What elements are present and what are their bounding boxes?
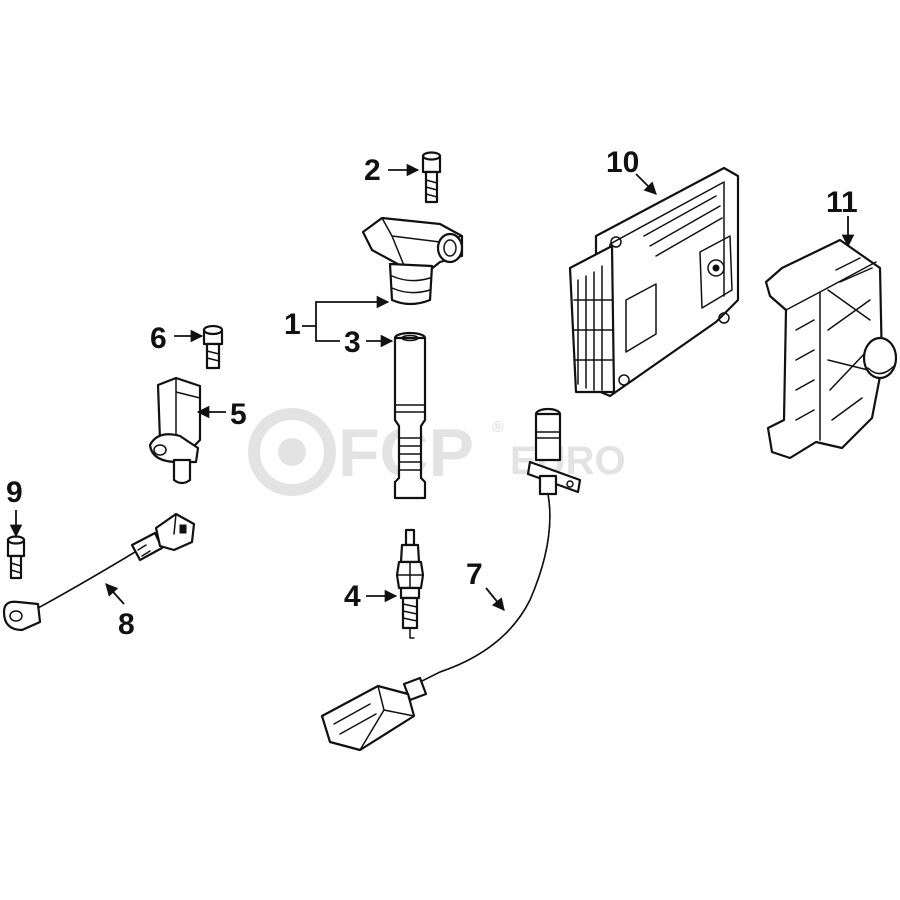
callout-9: 9 (6, 476, 23, 509)
callout-11: 11 (826, 186, 858, 219)
callout-7: 7 (466, 558, 483, 591)
part-10-control-module (568, 166, 740, 398)
part-3-coil-boot (393, 331, 427, 500)
part-6-bolt (202, 324, 224, 370)
part-2-bolt (421, 151, 442, 204)
callout-10: 10 (606, 146, 639, 179)
callout-4: 4 (344, 580, 361, 613)
part-5-sensor (148, 376, 202, 485)
leader-1-branch (315, 326, 340, 342)
part-7-position-sensor (320, 407, 582, 752)
leader-lines (9, 163, 855, 611)
callout-8: 8 (118, 608, 135, 641)
callout-3: 3 (344, 326, 361, 359)
callout-1: 1 (284, 308, 301, 341)
callout-6: 6 (150, 322, 167, 355)
part-4-spark-plug (395, 528, 425, 639)
leader-1 (302, 295, 390, 327)
part-8-knock-sensor (2, 512, 196, 632)
leader-8 (105, 583, 125, 605)
part-1-ignition-coil (361, 216, 464, 306)
watermark-registered: ® (492, 419, 504, 436)
part-11-bracket (764, 238, 898, 460)
leader-7 (485, 587, 505, 611)
callout-2: 2 (364, 154, 381, 187)
callout-5: 5 (230, 398, 247, 431)
callout-labels: 2 1 3 4 5 6 7 8 9 10 11 (6, 146, 858, 641)
leader-10 (635, 173, 657, 195)
part-9-bolt (6, 535, 26, 580)
